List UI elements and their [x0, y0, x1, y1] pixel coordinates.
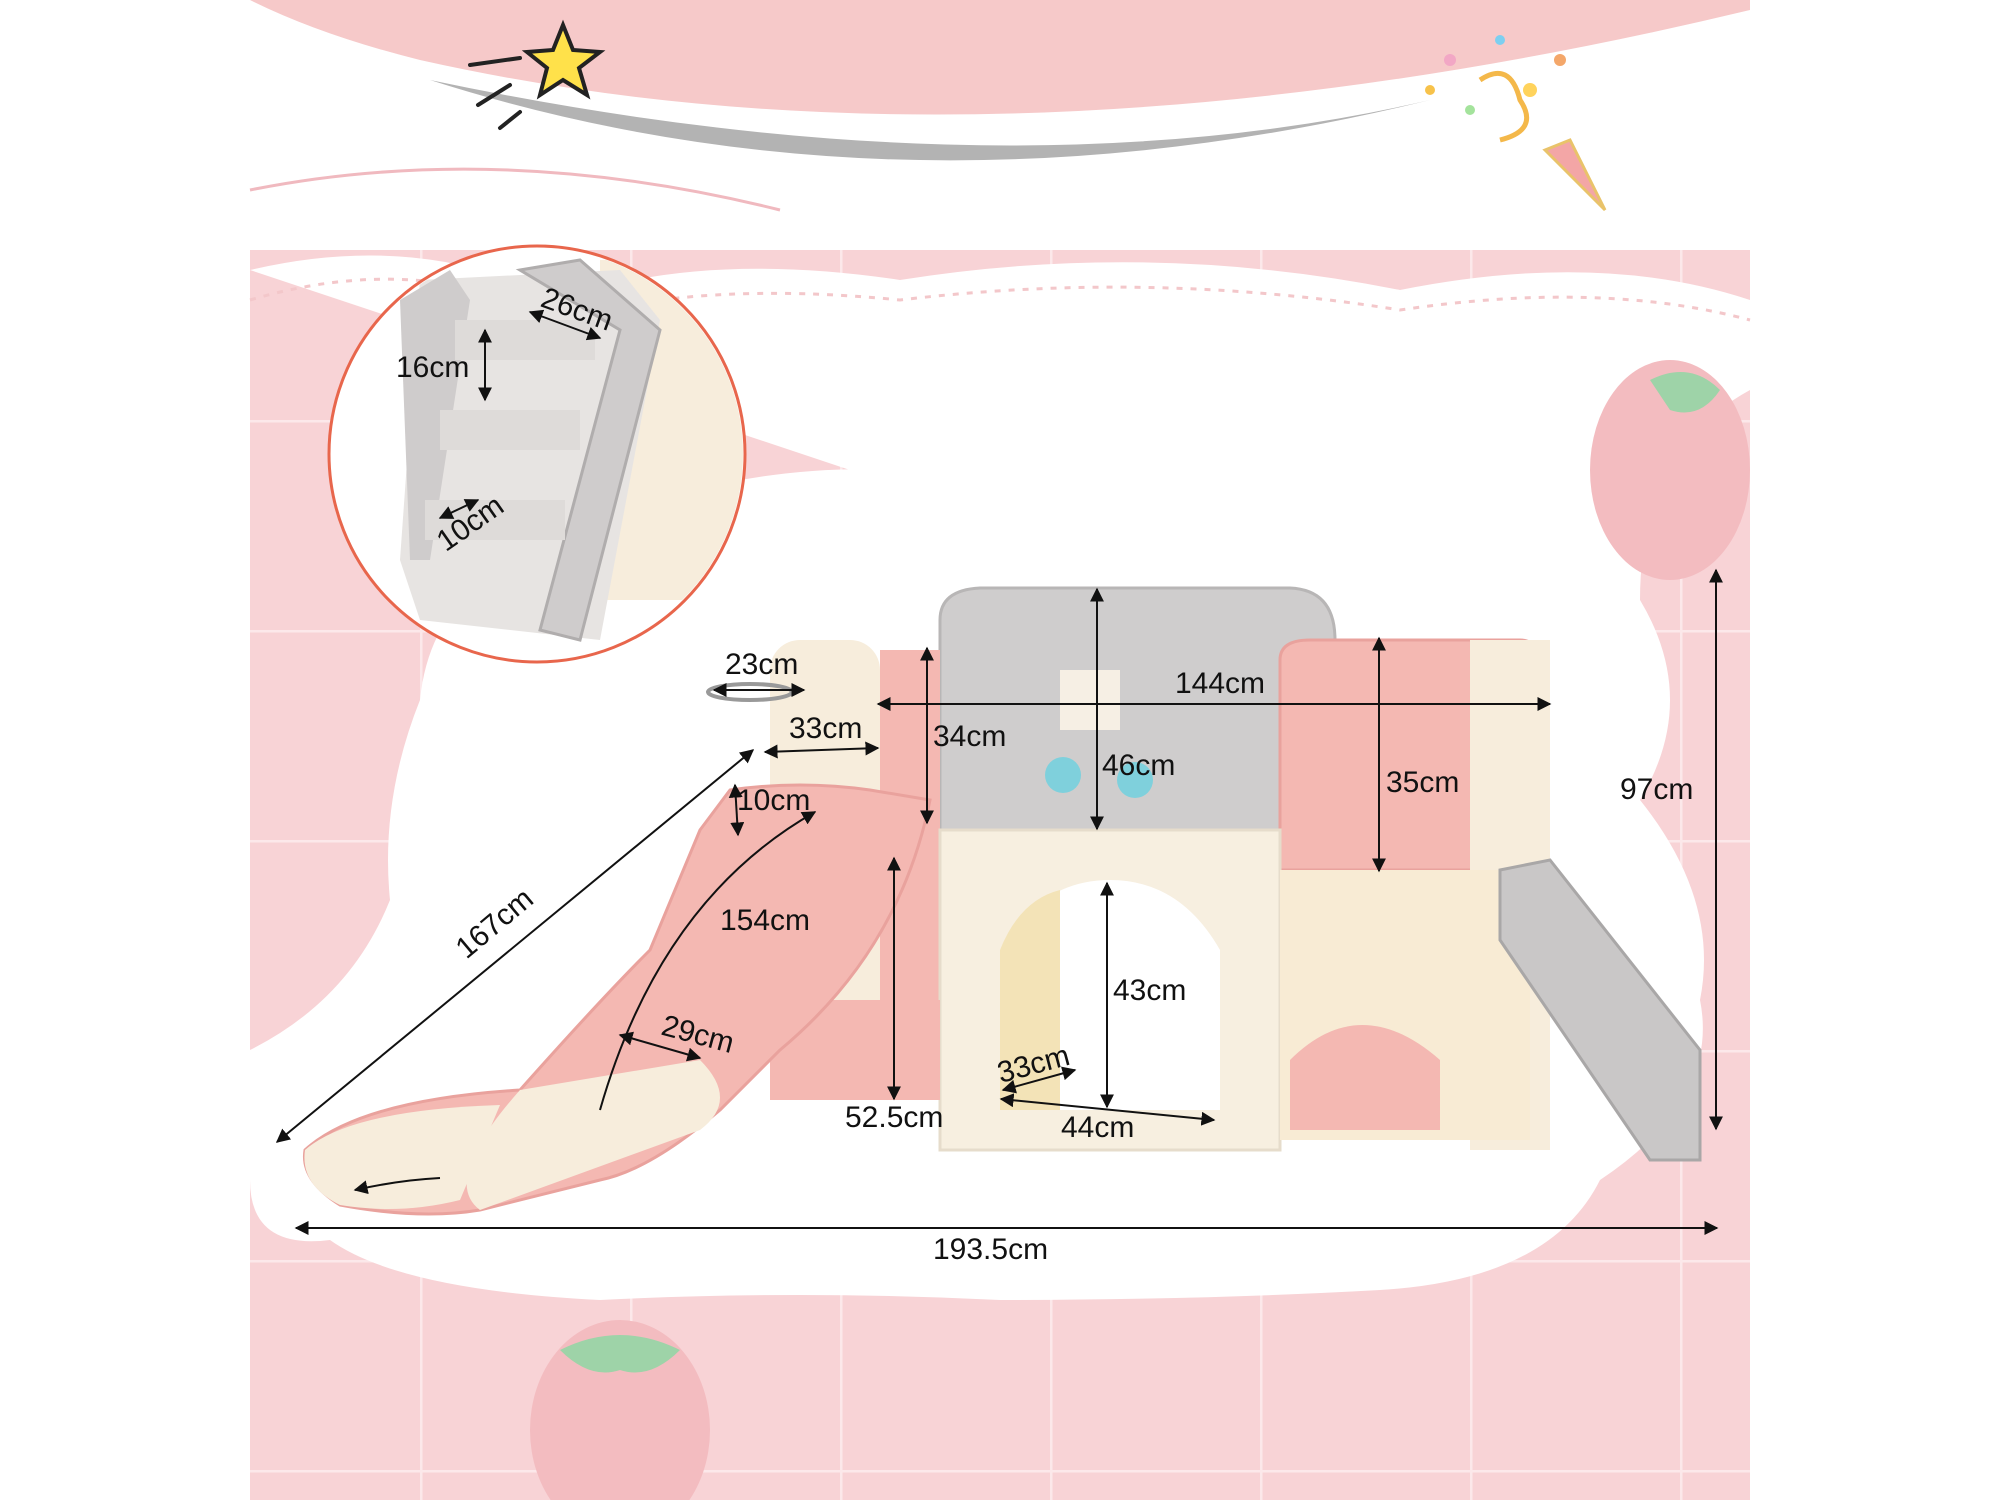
dimension-line-tunnel-depth — [1001, 1066, 1077, 1094]
tunnel-height-label: 43cm — [1113, 974, 1187, 1007]
panel-height-label: 46cm — [1102, 749, 1176, 782]
platform-height-label: 52.5cm — [845, 1101, 944, 1134]
slide-wall-label: 10cm — [737, 784, 811, 817]
confetti-icon — [1425, 35, 1607, 212]
step-detail-inset — [327, 244, 747, 664]
tower-width-label: 33cm — [789, 712, 863, 745]
dimension-line-slide-width — [618, 1031, 702, 1062]
top-banner — [250, 0, 1750, 115]
dimension-lines — [275, 309, 1723, 1235]
right-panel-height-label: 35cm — [1386, 766, 1460, 799]
dimension-line-tunnel-width — [999, 1093, 1216, 1126]
top-width-label: 144cm — [1175, 667, 1266, 700]
step-rise-label: 16cm — [396, 351, 470, 384]
slide-length-label: 154cm — [720, 904, 811, 937]
star-icon — [468, 19, 606, 130]
strawberry-icon — [1590, 360, 1750, 580]
tunnel-width-label: 44cm — [1061, 1111, 1135, 1144]
total-length-label: 193.5cm — [933, 1233, 1049, 1266]
dimension-line-slide-wall — [728, 783, 745, 837]
dimension-line-tower — [763, 741, 880, 759]
hoop-width-label: 23cm — [725, 648, 799, 681]
total-height-label: 97cm — [1620, 773, 1694, 806]
dimension-line-slide-length — [599, 811, 817, 1111]
wall-height-label: 34cm — [933, 720, 1007, 753]
dimension-line-slide-diagonal — [275, 749, 755, 1143]
strawberry-icon — [530, 1320, 710, 1500]
